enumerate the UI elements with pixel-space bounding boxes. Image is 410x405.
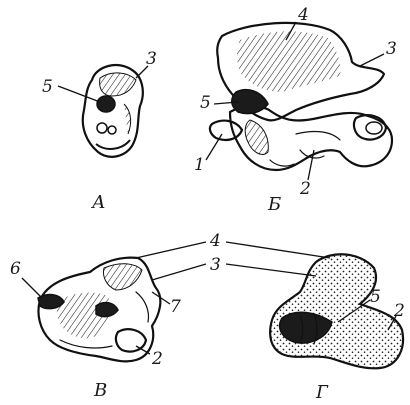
label-v-7: 7	[170, 297, 181, 317]
label-b-5: 5	[200, 93, 211, 113]
label-shared-3: 3	[210, 255, 221, 275]
caption-a: А	[90, 192, 106, 213]
label-g-2: 2	[393, 301, 405, 321]
label-b-4: 4	[297, 5, 309, 25]
label-v-2: 2	[151, 349, 163, 369]
leader-shared3-left	[152, 264, 206, 280]
vertebra-a	[83, 65, 143, 157]
vertebra-v	[38, 258, 160, 362]
leader-v6	[22, 278, 42, 298]
label-a-3: 3	[146, 49, 157, 69]
caption-v: В	[93, 380, 107, 401]
leader-shared4-left	[136, 242, 206, 258]
label-b-1: 1	[194, 155, 205, 175]
label-a-5: 5	[42, 77, 53, 97]
label-b-2: 2	[299, 179, 311, 199]
leader-a5	[58, 86, 100, 102]
leader-b3	[360, 54, 384, 66]
label-b-3: 3	[386, 39, 397, 59]
leader-shared3-right	[226, 264, 316, 276]
caption-b: Б	[267, 194, 281, 215]
vertebra-b	[210, 23, 392, 170]
label-shared-4: 4	[209, 231, 221, 251]
leader-shared4-right	[226, 242, 330, 258]
vertebra-g	[270, 254, 403, 368]
label-v-6: 6	[10, 259, 21, 279]
label-g-5: 5	[370, 287, 381, 307]
caption-g: Г	[315, 382, 329, 403]
